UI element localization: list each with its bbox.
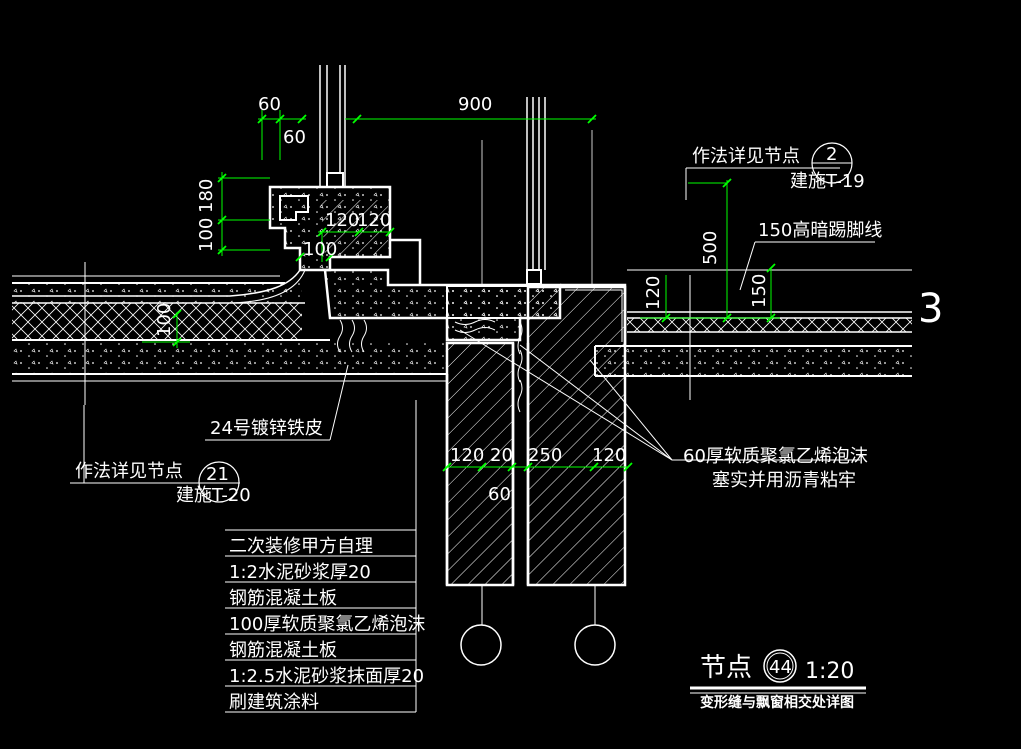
ref-top-num: 2: [826, 144, 837, 165]
skirting-label: 150高暗踢脚线: [758, 220, 882, 241]
layer-7: 刷建筑涂料: [229, 692, 319, 713]
dim-120-left: 120: [325, 210, 359, 231]
layer-1: 二次装修甲方自理: [229, 536, 373, 557]
axis-bubble-left: [460, 624, 502, 666]
galvanized-label: 24号镀锌铁皮: [210, 418, 323, 439]
layer-2: 1:2水泥砂浆厚20: [229, 562, 371, 583]
ref-left-sheet: 建施T-20: [176, 485, 251, 506]
dimension-text: 60 60 900 180 100 120 120 100 100 500 12…: [154, 94, 770, 505]
axis-bubble-right: [574, 624, 616, 666]
dimension-lines: [142, 110, 780, 472]
dim-120-right: 120: [357, 210, 391, 231]
layer-6: 1:2.5水泥砂浆抹面厚20: [229, 666, 424, 687]
title-block: 节点 44 1:20 变形缝与飘窗相交处详图: [690, 649, 866, 711]
ref-left-num: 21: [206, 464, 229, 485]
dim-900: 900: [458, 94, 492, 115]
dim-100-slab: 100: [154, 303, 175, 337]
dim-150: 150: [749, 274, 770, 308]
layer-4: 100厚软质聚氯乙烯泡沫: [229, 614, 425, 635]
title-scale: 1:20: [805, 659, 854, 684]
title-subtitle: 变形缝与飘窗相交处详图: [700, 694, 854, 711]
dim-180: 180: [196, 179, 217, 213]
axis-label-3: 3: [918, 286, 943, 332]
walls-below: [415, 285, 627, 712]
foam-label-1: 60厚软质聚氯乙烯泡沫: [683, 446, 868, 467]
bay-window-sill: [12, 172, 392, 304]
dim-120-step: 120: [643, 276, 664, 310]
ref-top-text: 作法详见节点: [692, 146, 800, 167]
layer-legend: 二次装修甲方自理 1:2水泥砂浆厚20 钢筋混凝土板 100厚软质聚氯乙烯泡沫 …: [225, 529, 425, 713]
window-frames: [319, 65, 593, 285]
dim-b-120b: 120: [592, 445, 626, 466]
callouts: 作法详见节点 2 建施T-19 150高暗踢脚线 24号镀锌铁皮 作法详见节点 …: [75, 142, 943, 506]
dim-100-left: 100: [196, 218, 217, 252]
layer-5: 钢筋混凝土板: [229, 640, 337, 661]
foam-label-2: 塞实并用沥青粘牢: [712, 470, 856, 491]
title-prefix: 节点: [700, 653, 752, 683]
title-number: 44: [769, 657, 792, 678]
ref-left-text: 作法详见节点: [75, 461, 183, 482]
dim-60-bottom: 60: [283, 127, 306, 148]
grid-axes: [84, 262, 691, 666]
dim-60-top: 60: [258, 94, 281, 115]
dim-b-120a: 120: [450, 445, 484, 466]
ref-top-sheet: 建施T-19: [790, 171, 865, 192]
title-bubble: [763, 649, 797, 683]
dim-100-mid: 100: [303, 239, 337, 260]
dim-b-20a: 20: [490, 445, 513, 466]
right-slab: [594, 269, 912, 377]
dim-b-60: 60: [488, 484, 511, 505]
ref-left-bubble: [198, 461, 240, 503]
layer-3: 钢筋混凝土板: [229, 588, 337, 609]
leader-lines: [70, 167, 875, 712]
dim-b-250: 250: [528, 445, 562, 466]
dim-500: 500: [700, 231, 721, 265]
